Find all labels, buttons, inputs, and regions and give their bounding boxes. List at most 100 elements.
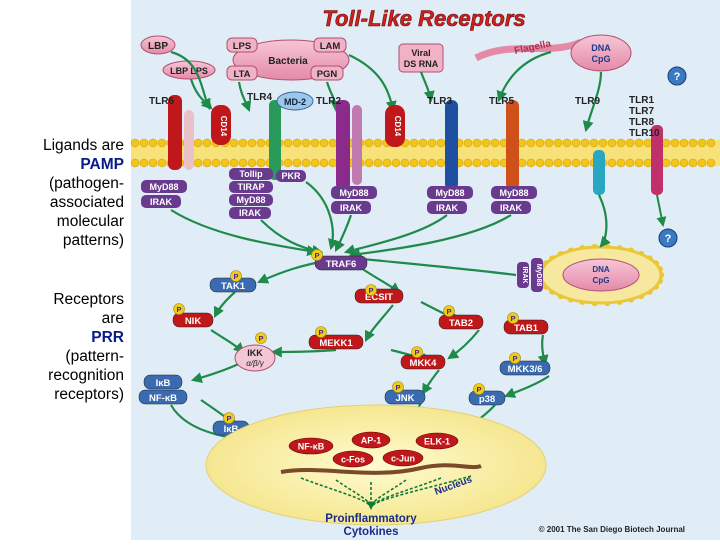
adaptor-group: [141, 168, 537, 219]
lta-ligand: [226, 65, 258, 81]
phosphate-5: P: [443, 305, 455, 317]
tlr2-receptor: [336, 100, 350, 190]
nucleus-cjun: c-Jun: [382, 449, 424, 467]
tirap: TIRAP: [238, 182, 265, 192]
lam-label: LAM: [320, 41, 341, 52]
phosphate-label: P: [258, 334, 263, 343]
nucleus-cfos-label: c-Fos: [341, 455, 365, 465]
ecsit-node: ECSIT: [354, 288, 404, 304]
nucleus-nfkb: NF-κB: [288, 437, 334, 455]
ligands-note: Ligands are PAMP (pathogen- associated m…: [43, 136, 124, 250]
receptors-line1: Receptors: [53, 291, 124, 308]
nucleus-elk1: ELK-1: [415, 432, 459, 450]
tlr6-receptor: [168, 95, 182, 170]
tollip: Tollip: [239, 169, 263, 179]
phosphate-label: P: [395, 383, 400, 392]
nucleus-cfos: c-Fos: [332, 450, 374, 468]
lta-label: LTA: [233, 69, 250, 80]
phosphate-10: P: [392, 381, 404, 393]
cd14-left-label: CD14: [219, 116, 228, 137]
receptors-line5: recognition: [48, 367, 124, 384]
bacteria-label: Bacteria: [268, 56, 308, 67]
phosphate-label: P: [226, 414, 231, 423]
ligand-arrows: [170, 50, 603, 133]
lam-ligand: [313, 37, 347, 53]
tlr2-partner: [352, 105, 362, 185]
lps-ligand: [226, 37, 258, 53]
endosome-irak: IRAK: [521, 266, 528, 283]
irak-1: IRAK: [150, 197, 172, 207]
phosphate-2: P: [311, 249, 323, 261]
phosphate-label: P: [476, 385, 481, 394]
unknown-adaptor: [658, 228, 678, 248]
tlr-multi-label-2: TLR7: [629, 106, 654, 117]
pgn-ligand: [310, 65, 344, 81]
nucleus-ap1: AP-1: [351, 431, 391, 449]
p38-node: p38: [468, 390, 506, 406]
phosphate-12: P: [255, 332, 267, 344]
cytokines-line1: Proinflammatory: [325, 513, 417, 525]
tlr5-label: TLR5: [489, 96, 514, 107]
pgn-label: PGN: [317, 69, 338, 80]
lbp-lps-label: LBP LPS: [170, 66, 208, 76]
lbp-ligand: [140, 35, 176, 55]
figure-title: Toll-Like Receptors: [322, 6, 525, 31]
unknown-adaptor-label: ?: [665, 233, 672, 245]
ikk-label: IKK: [247, 348, 263, 358]
tlr-multi-label-4: TLR10: [629, 128, 660, 139]
mekk1-node: MEKK1: [308, 334, 364, 350]
tab1-node: TAB1: [503, 319, 549, 335]
ligands-line1: Ligands are: [42, 137, 124, 154]
mkk4-node-label: MKK4: [410, 358, 438, 369]
ikk-subunit-label: α/β/γ: [246, 359, 265, 368]
irak-4: IRAK: [436, 203, 458, 213]
phosphate-label: P: [512, 354, 517, 363]
prr-label: PRR: [91, 329, 124, 346]
md2-protein: [276, 91, 314, 111]
myd88-2: MyD88: [236, 195, 265, 205]
endosome-myd88-box: [531, 258, 543, 292]
md2-label: MD-2: [284, 97, 306, 107]
pkr: PKR: [281, 171, 301, 181]
phosphate-label: P: [176, 305, 181, 314]
viral-label: Viral: [411, 48, 430, 58]
tab1-node-label: TAB1: [514, 323, 539, 334]
phosphate-4: P: [173, 303, 185, 315]
phosphate-label: P: [446, 307, 451, 316]
phosphate-label: P: [368, 286, 373, 295]
nik-node-label: NIK: [185, 316, 202, 327]
phosphate-9: P: [509, 352, 521, 364]
tlr-multi-label-3: TLR8: [629, 117, 654, 128]
side-annotations: Ligands are PAMP (pathogen- associated m…: [0, 0, 130, 540]
phosphate-13: P: [223, 412, 235, 424]
myd88-1: MyD88: [149, 182, 178, 192]
ligands-line6: patterns): [62, 232, 124, 249]
nfkb-node: NF-κB: [138, 389, 188, 405]
tlr5-receptor: [506, 100, 519, 190]
nucleus: [205, 404, 547, 526]
nucleus-cjun-label: c-Jun: [391, 454, 415, 464]
ikb-node-1: IκB: [143, 374, 183, 390]
lbp-label: LBP: [148, 41, 168, 52]
phosphate-11: P: [473, 383, 485, 395]
endosome-dna: DNA: [592, 265, 610, 274]
irak-5: IRAK: [500, 203, 522, 213]
phosphate-8: P: [411, 346, 423, 358]
phosphate-7: P: [315, 326, 327, 338]
nucleus-factors: NF-κB AP-1 ELK-1 c-Fos c-Jun: [280, 431, 482, 510]
cpg-label: CpG: [592, 54, 611, 64]
tlr-multi-label-1: TLR1: [629, 95, 654, 106]
jnk-node: JNK: [384, 389, 426, 405]
mekk1-node-label: MEKK1: [319, 338, 353, 349]
ecsit-node-label: ECSIT: [365, 292, 393, 303]
irak-3: IRAK: [340, 203, 362, 213]
phosphate-label: P: [314, 251, 319, 260]
phosphate-3: P: [365, 284, 377, 296]
phosphate-6: P: [507, 312, 519, 324]
tlr6-partner: [184, 110, 194, 170]
endosome: [539, 245, 663, 305]
phosphate-label: P: [233, 272, 238, 281]
mkk36-node: MKK3/6: [499, 360, 551, 376]
